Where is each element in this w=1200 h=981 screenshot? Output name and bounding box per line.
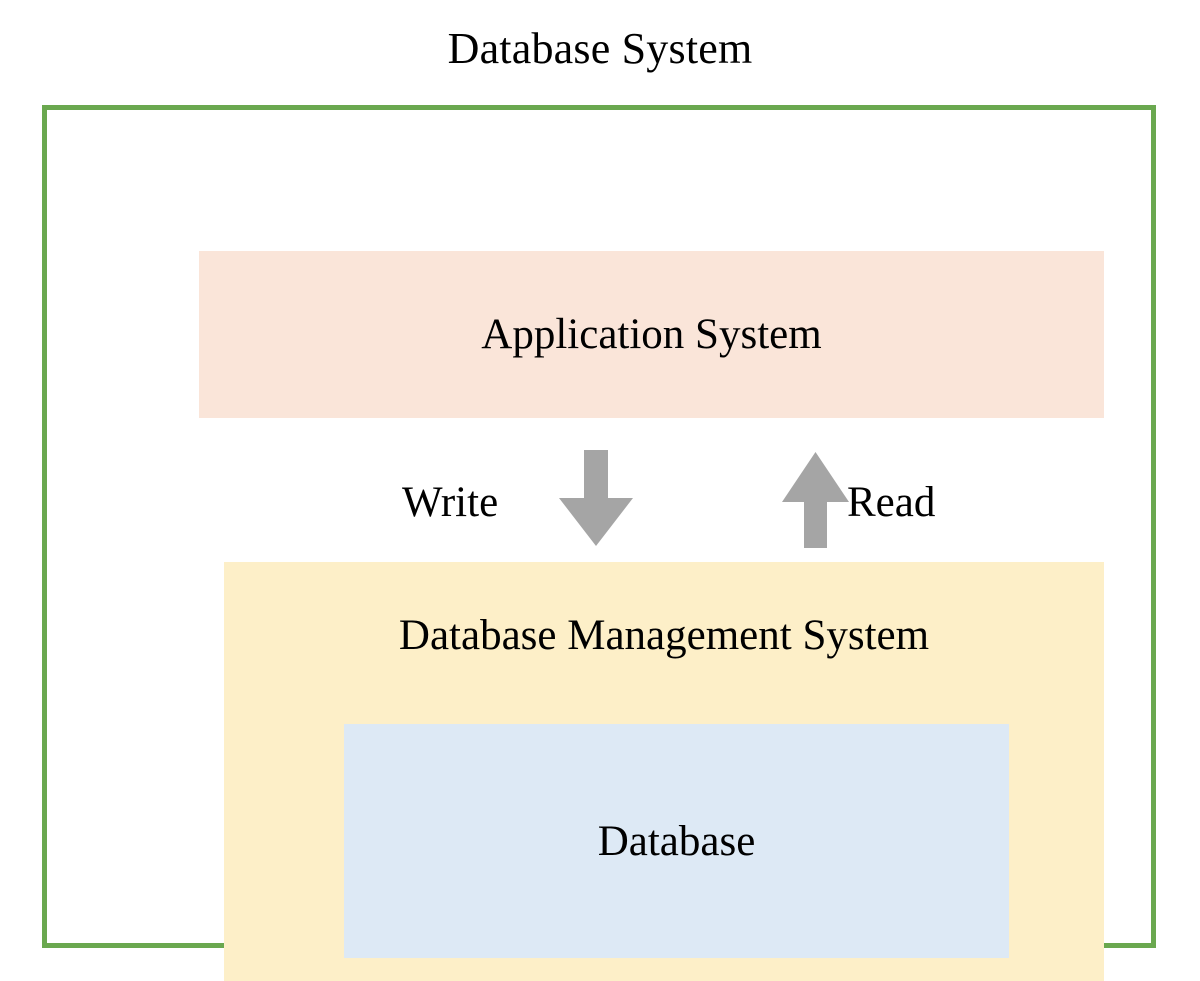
database-management-system-box: Database Management System Database [224,562,1104,981]
arrow-up-icon [782,452,849,548]
database-box: Database [344,724,1009,958]
read-flow-label: Read [847,479,936,526]
application-system-label: Application System [481,311,822,358]
write-flow-label: Write [402,479,499,526]
database-system-container: Application System Write Read Database M… [42,105,1156,981]
page-title: Database System [447,24,753,73]
database-label: Database [597,817,756,865]
application-system-box: Application System [199,251,1104,418]
database-management-system-label: Database Management System [398,612,930,659]
arrow-down-icon [559,450,633,546]
